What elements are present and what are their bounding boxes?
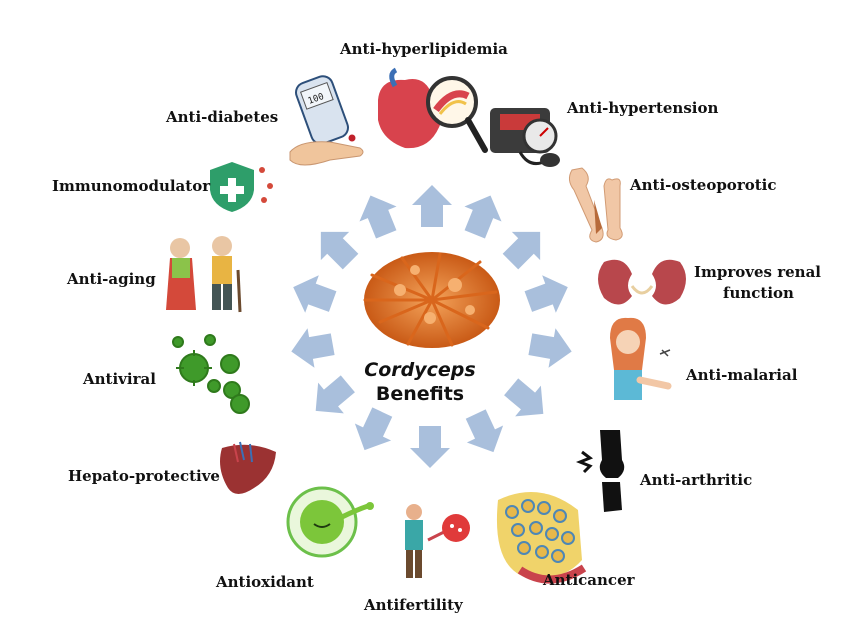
label-hepato-protective: Hepato-protective [68,467,220,485]
label-anticancer: Anticancer [543,571,635,589]
label-anti-aging: Anti-aging [67,270,156,288]
label-immunomodulator: Immunomodulator [52,177,211,195]
glucometer-icon: 100 [289,75,364,166]
label-antifertility: Antifertility [364,596,463,614]
label-anti-malarial: Anti-malarial [686,366,798,384]
antioxidant-cell-icon [286,486,374,558]
man-sperm-icon [405,504,470,578]
label-antioxidant: Antioxidant [216,573,314,591]
label-renal-function: function [723,284,794,302]
cancer-cells-icon [496,492,587,584]
shield-icon [210,162,273,212]
elderly-couple-icon [166,236,242,313]
label-improves-renal: Improves renal [694,263,821,281]
kidney-icon [598,259,686,305]
label-anti-osteoporotic: Anti-osteoporotic [630,176,777,194]
label-anti-arthritic: Anti-arthritic [640,471,753,489]
label-anti-hyperlipidemia: Anti-hyperlipidemia [340,40,508,58]
blood-pressure-monitor-icon [490,108,560,167]
label-anti-diabetes: Anti-diabetes [166,108,279,126]
virus-icon [172,334,250,414]
center-title: Cordyceps Benefits [340,358,500,406]
center-title-species: Cordyceps [364,359,476,381]
center-title-benefits: Benefits [375,383,465,405]
knee-joint-icon [575,430,625,512]
heart-magnifier-icon [378,67,488,153]
sick-girl-mosquito-icon [610,317,672,400]
label-antiviral: Antiviral [83,370,156,388]
bone-icon [568,167,623,243]
cordyceps-fungus-icon [363,252,500,348]
liver-icon [220,441,276,494]
label-anti-hypertension: Anti-hypertension [567,99,719,117]
